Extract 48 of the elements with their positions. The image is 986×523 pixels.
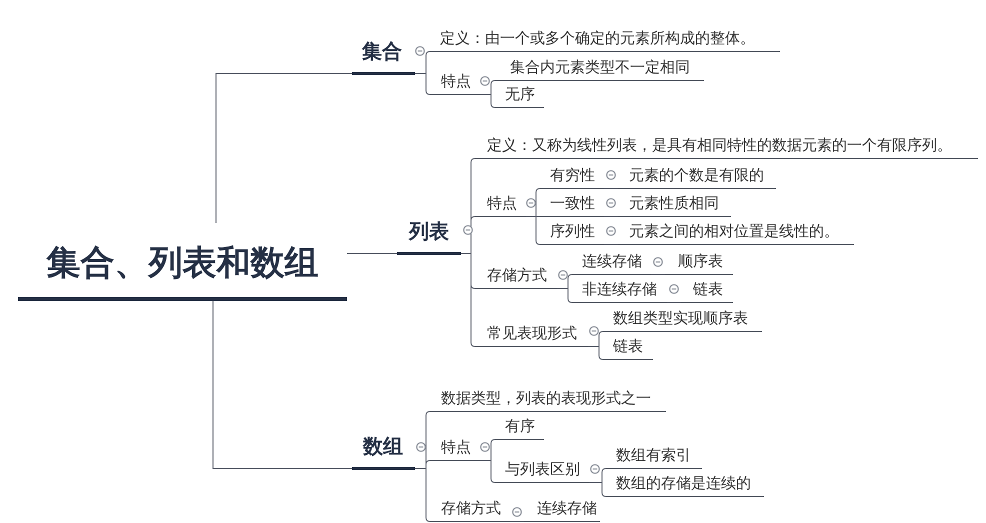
branch-line <box>414 468 430 522</box>
subtopic: 无序 <box>495 84 544 108</box>
main-topic: 集合 <box>352 38 415 75</box>
subtopic: 特点 <box>430 71 480 95</box>
subtopic: 存储方式 <box>475 265 557 289</box>
branch-line <box>480 94 496 108</box>
branch-line <box>604 216 618 217</box>
subtopic: 数组类型实现顺序表 <box>603 308 762 332</box>
subtopic: 元素的个数是有限的 <box>618 165 776 189</box>
subtopic: 连续存储 <box>524 498 600 522</box>
branch-line <box>510 521 524 522</box>
branch-line <box>650 274 666 275</box>
subtopic: 常见表现形式 <box>475 323 588 347</box>
branch-line <box>588 346 604 360</box>
subtopic: 顺序表 <box>665 251 733 275</box>
subtopic: 元素之间的相对位置是线性的。 <box>618 221 854 245</box>
subtopic: 数组有索引 <box>606 445 702 469</box>
subtopic: 特点 <box>475 193 526 217</box>
subtopic: 集合内元素类型不一定相同 <box>495 57 704 81</box>
subtopic: 定义：由一个或多个确定的元素所构成的整体。 <box>430 28 780 52</box>
branch-line <box>666 302 682 303</box>
central-topic: 集合、列表和数组 <box>18 223 347 301</box>
subtopic: 特点 <box>430 437 480 461</box>
subtopic: 链表 <box>681 279 733 303</box>
branch-line <box>414 73 430 95</box>
main-topic: 列表 <box>397 218 461 255</box>
subtopic: 一致性 <box>540 193 604 217</box>
subtopic: 链表 <box>603 336 653 360</box>
main-topic: 数组 <box>352 433 415 470</box>
subtopic: 元素性质相同 <box>618 193 731 217</box>
subtopic: 连续存储 <box>572 251 651 275</box>
branch-line <box>346 253 398 254</box>
branch-line <box>604 188 618 189</box>
branch-line <box>556 288 572 303</box>
subtopic: 有穷性 <box>540 165 604 189</box>
subtopic: 与列表区别 <box>495 459 589 483</box>
branch-line <box>212 300 352 469</box>
branch-line <box>604 244 618 245</box>
subtopic: 序列性 <box>540 221 604 245</box>
branch-line <box>588 482 606 497</box>
subtopic: 数组的存储是连续的 <box>606 473 764 497</box>
subtopic: 定义：又称为线性列表，是具有相同特性的数据元素的一个有限序列。 <box>475 135 978 159</box>
branch-line <box>480 460 496 483</box>
subtopic: 存储方式 <box>430 498 510 522</box>
branch-line <box>216 73 352 224</box>
subtopic: 有序 <box>495 416 544 440</box>
subtopic: 数据类型，列表的表现形式之一 <box>430 388 666 412</box>
subtopic: 非连续存储 <box>572 279 667 303</box>
